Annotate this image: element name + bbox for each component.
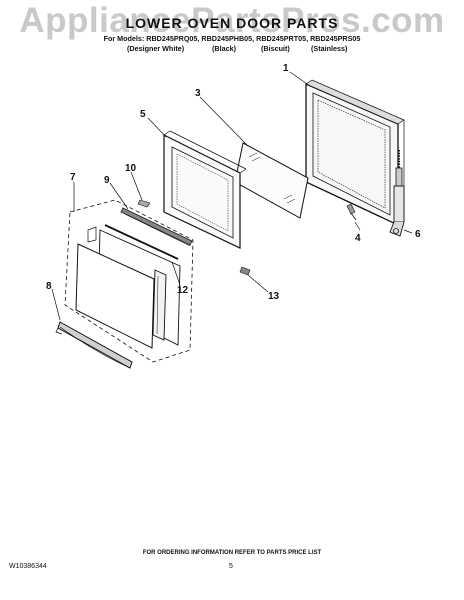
callout-13: 13 (268, 291, 280, 302)
callout-8: 8 (46, 281, 52, 292)
callout-9: 9 (104, 175, 110, 186)
document-number: W10386344 (9, 563, 47, 570)
hinge-screw (346, 203, 357, 221)
model-list: For Models: RBD245PRQ05, RBD245PHB05, RB… (103, 34, 361, 43)
page-title: LOWER OVEN DOOR PARTS (125, 15, 339, 31)
watermark-text: AppliancePartsPros.com (19, 1, 445, 40)
callout-4: 4 (355, 233, 361, 244)
door-handle (55, 321, 133, 369)
finish-biscuit: (Biscuit) (261, 44, 290, 53)
callout-12: 12 (177, 285, 189, 296)
callout-1: 1 (283, 63, 289, 74)
callout-7: 7 (70, 172, 76, 183)
door-trim-strip (120, 207, 193, 247)
trim-screw (137, 199, 151, 208)
inner-door-frame (163, 130, 247, 249)
finish-black: (Black) (212, 44, 236, 53)
door-clip (239, 266, 251, 276)
page-number: 5 (229, 563, 233, 570)
callout-6: 6 (415, 229, 421, 240)
callout-leaders (51, 71, 413, 321)
ordering-note: FOR ORDERING INFORMATION REFER TO PARTS … (142, 550, 322, 556)
callout-5: 5 (140, 109, 146, 120)
callout-10: 10 (125, 163, 137, 174)
finish-designer-white: (Designer White) (127, 44, 185, 53)
door-hinge (389, 150, 405, 237)
callout-3: 3 (195, 88, 201, 99)
outer-door-panel (305, 79, 405, 227)
finish-stainless: (Stainless) (311, 44, 348, 53)
side-trim (152, 269, 167, 341)
door-glass (234, 142, 309, 219)
